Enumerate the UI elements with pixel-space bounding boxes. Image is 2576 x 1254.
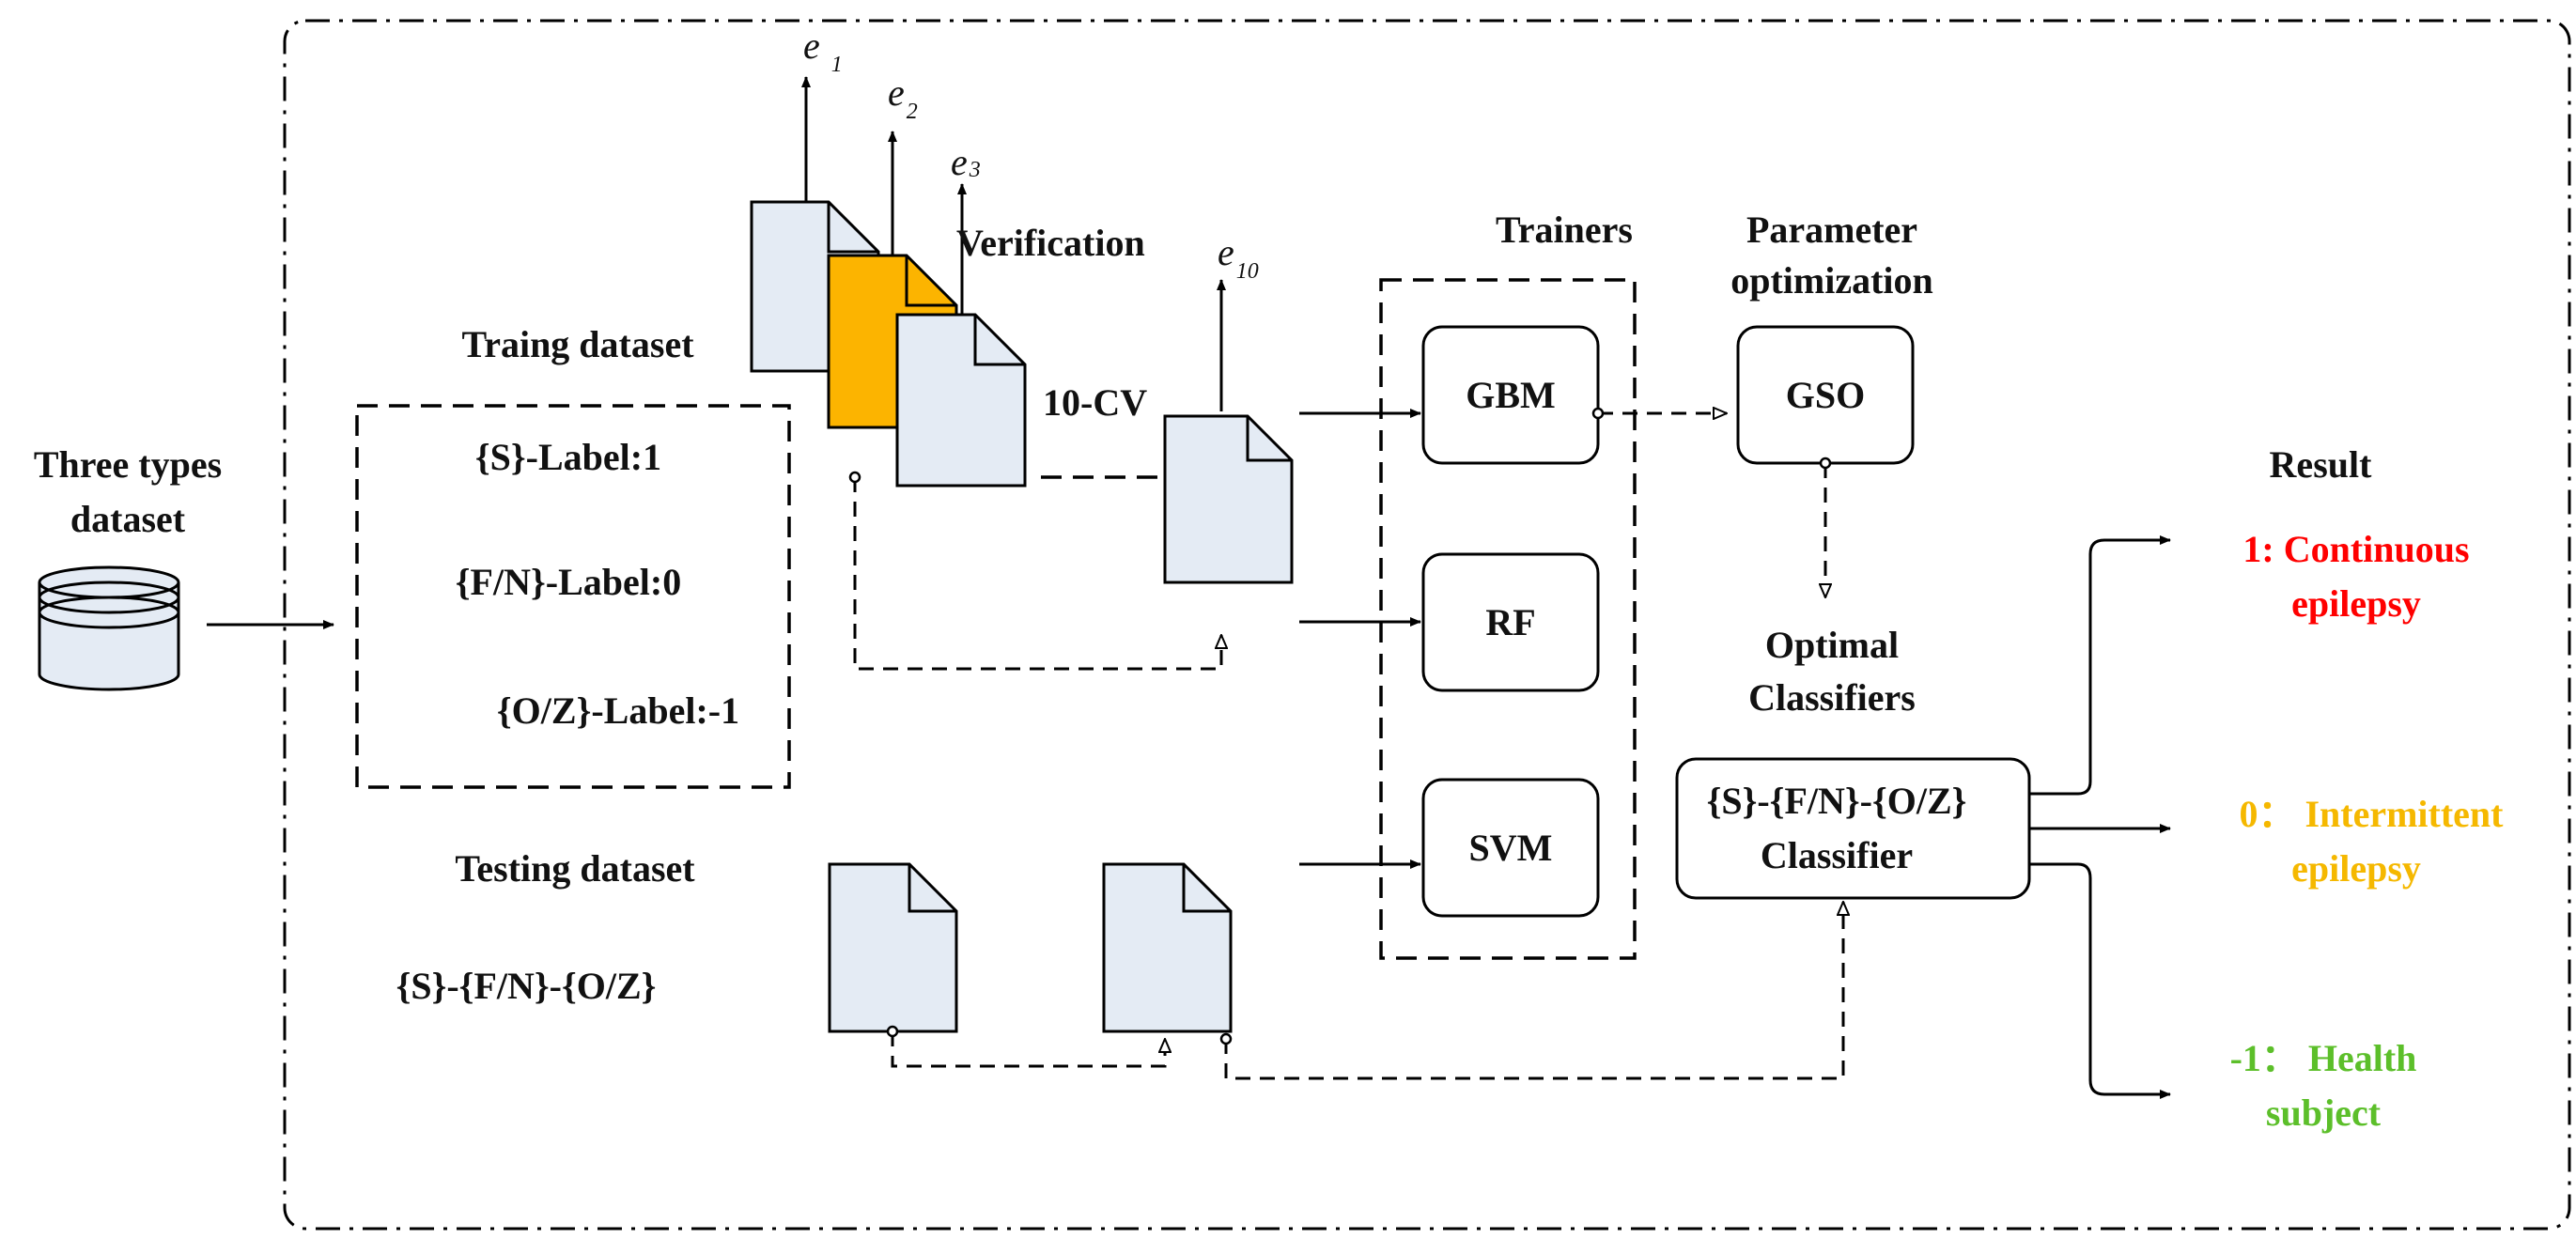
- result-health-line2: subject: [2266, 1091, 2382, 1134]
- training-title: Traing dataset: [461, 323, 694, 365]
- branch-to-continuous: [2029, 535, 2171, 796]
- result-continuous-line1: 1: Continuous: [2242, 528, 2469, 570]
- testing-classes: {S}-{F/N}-{O/Z}: [396, 965, 657, 1007]
- label-fn: {F/N}-Label:0: [456, 561, 681, 603]
- document-page-icon: [1163, 414, 1294, 584]
- trainers-box: [1379, 278, 1637, 960]
- optimization-title-line1: Parameter: [1746, 209, 1917, 251]
- test-doc-dashed-link: [892, 1031, 1165, 1068]
- feedback-loop-dashed: [855, 477, 1221, 671]
- e3-symbol: e3: [951, 141, 981, 183]
- database-cylinder-icon: [38, 565, 180, 691]
- label-oz: {O/Z}-Label:-1: [497, 689, 739, 732]
- training-dataset-box: [355, 404, 791, 789]
- classifier-box-line1: {S}-{F/N}-{O/Z}: [1707, 780, 1967, 822]
- svm-box: [1421, 778, 1600, 918]
- label-s: {S}-Label:1: [475, 436, 661, 478]
- trainers-title: Trainers: [1496, 209, 1633, 251]
- rf-box: [1421, 552, 1600, 692]
- document-page-icon: [895, 313, 1027, 488]
- gbm-box: [1421, 325, 1600, 465]
- result-health-line1: -1： Health: [2230, 1037, 2417, 1079]
- svm-label: SVM: [1469, 827, 1553, 869]
- gbm-label: GBM: [1466, 374, 1556, 416]
- branch-to-health: [2029, 862, 2171, 1099]
- testing-title: Testing dataset: [455, 847, 695, 890]
- input-label-line1: Three types: [34, 443, 222, 486]
- input-label-line2: dataset: [70, 498, 186, 540]
- document-page-icon: [1102, 862, 1233, 1033]
- e2-symbol: e2: [888, 71, 918, 124]
- result-continuous-line2: epilepsy: [2291, 582, 2421, 625]
- document-page-icon: [828, 862, 958, 1033]
- classifier-title-line2: Classifiers: [1748, 676, 1916, 719]
- verification-label: Verification: [956, 222, 1145, 264]
- cv-label: 10-CV: [1043, 381, 1147, 424]
- e10-symbol: e10: [1218, 231, 1259, 284]
- test-to-classifier-dashed-link: [1226, 902, 1843, 1080]
- optimization-title-line2: optimization: [1730, 259, 1933, 302]
- gso-label: GSO: [1786, 374, 1865, 416]
- result-intermittent-line2: epilepsy: [2291, 847, 2421, 890]
- classifier-box-line2: Classifier: [1761, 834, 1913, 876]
- rf-label: RF: [1485, 601, 1535, 643]
- classifier-title-line1: Optimal: [1765, 624, 1899, 666]
- result-intermittent-line1: 0： Intermittent: [2239, 793, 2504, 835]
- result-title: Result: [2270, 443, 2373, 486]
